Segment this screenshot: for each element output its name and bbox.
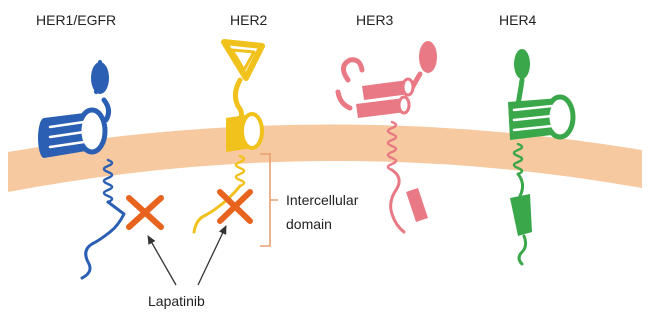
intracellular-domain-bracket [260, 154, 278, 246]
domain-label-line2: domain [286, 216, 332, 232]
her1-label: HER1/EGFR [36, 12, 116, 28]
her2-label: HER2 [230, 12, 268, 28]
her4-label: HER4 [499, 12, 537, 28]
lapatinib-label: Lapatinib [148, 293, 205, 309]
her2-inhibition-cross [220, 192, 250, 221]
domain-label-line1: Intercellular [286, 192, 359, 208]
lapatinib-arrow-her1 [148, 236, 176, 285]
her3-label: HER3 [356, 12, 394, 28]
her1-inhibition-cross [129, 198, 161, 227]
lapatinib-arrow-her2 [198, 226, 226, 285]
